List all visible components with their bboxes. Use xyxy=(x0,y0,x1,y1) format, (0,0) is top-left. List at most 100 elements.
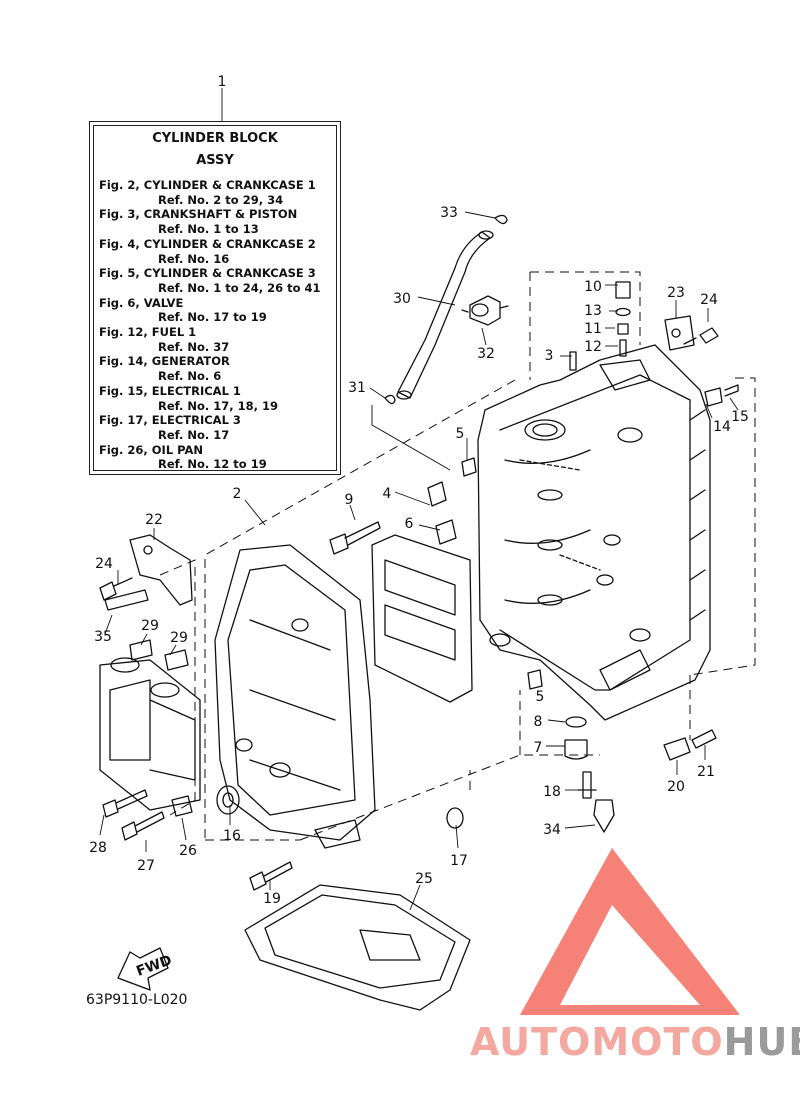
part-number-label: 25 xyxy=(415,871,433,887)
legend-box: CYLINDER BLOCK ASSY Fig. 2, CYLINDER & C… xyxy=(89,121,341,475)
part-number-label: 30 xyxy=(393,291,411,307)
legend-ref-line: Ref. No. 16 xyxy=(158,251,230,266)
watermark-text: AUTOMOTOHUB xyxy=(470,1020,800,1064)
part-number-label: 8 xyxy=(534,714,543,730)
bolt-28 xyxy=(102,789,148,818)
bolt-21 xyxy=(691,729,717,749)
part-number-label: 5 xyxy=(536,689,545,705)
legend-fig-line: Fig. 12, FUEL 1 xyxy=(99,325,197,339)
legend-ref-line: Ref. No. 17 to 19 xyxy=(158,310,267,325)
part-number-label: 21 xyxy=(697,764,715,780)
legend-ref-line: Ref. No. 6 xyxy=(158,369,222,384)
bolt-24-top xyxy=(683,327,719,345)
legend-ref-line: Ref. No. 37 xyxy=(158,339,230,354)
crankcase-bearing-plate xyxy=(371,534,473,703)
clip-31 xyxy=(384,394,396,405)
watermark-text-b: HUB xyxy=(723,1020,800,1064)
part-number-label: 16 xyxy=(223,828,241,844)
part-number-label: 9 xyxy=(345,492,354,508)
bolt-9 xyxy=(329,521,381,555)
legend-ref-line: Ref. No. 12 to 19 xyxy=(158,457,267,472)
collar-26 xyxy=(171,795,193,817)
part-number-label: 31 xyxy=(348,380,366,396)
watermark-logo xyxy=(520,848,740,1015)
legend-title-line2: ASSY xyxy=(196,153,234,168)
part-number-label: 14 xyxy=(713,419,731,435)
legend-ref-line: Ref. No. 1 to 13 xyxy=(158,222,259,237)
part-number-label: 20 xyxy=(667,779,685,795)
clamp-14 xyxy=(704,387,723,407)
part-number-label: 10 xyxy=(584,279,602,295)
legend-fig-line: Fig. 3, CRANKSHAFT & PISTON xyxy=(99,207,298,222)
legend-inner-border xyxy=(93,125,337,471)
oil-pan-gasket-25 xyxy=(244,884,471,1011)
part-number-label: 22 xyxy=(145,512,163,528)
part-number-label: 2 xyxy=(233,486,242,502)
bolt-24-left xyxy=(99,577,133,601)
dowel-5-bottom xyxy=(527,669,543,690)
cylinder-block-body xyxy=(477,344,711,721)
part-number-label: 26 xyxy=(179,843,197,859)
sleeve-4 xyxy=(427,481,447,507)
legend-fig-line: Fig. 4, CYLINDER & CRANKCASE 2 xyxy=(99,236,316,251)
part-number-label: 17 xyxy=(450,853,468,869)
plug-7 xyxy=(564,739,588,760)
part-number-label: 19 xyxy=(263,891,281,907)
part-number-label: 6 xyxy=(405,516,414,532)
oring-8 xyxy=(565,716,587,728)
oil-seal-16 xyxy=(216,785,240,815)
part-number-label: 29 xyxy=(141,618,159,634)
legend-fig-line: Fig. 5, CYLINDER & CRANKCASE 3 xyxy=(99,266,316,281)
legend-fig-line: Fig. 15, ELECTRICAL 1 xyxy=(99,383,241,398)
leader-lines xyxy=(99,88,739,911)
part-number-label: 28 xyxy=(89,840,107,856)
legend-fig-line: Fig. 14, GENERATOR xyxy=(99,354,230,369)
bolt-stack-10-13 xyxy=(615,281,631,357)
part-number-label: 35 xyxy=(94,629,112,645)
bracket-23 xyxy=(664,315,695,351)
part-number-label: 18 xyxy=(543,784,561,800)
part-number-label: 13 xyxy=(584,303,602,319)
bolt-18 xyxy=(577,771,597,799)
bolt-27 xyxy=(121,811,165,841)
bracket-20 xyxy=(663,737,691,761)
part-number-label: 24 xyxy=(95,556,113,572)
part-number-label: 1 xyxy=(218,74,227,90)
oring-17 xyxy=(446,807,464,829)
part-number-label: 23 xyxy=(667,285,685,301)
sensor-34 xyxy=(593,799,615,833)
joint-32 xyxy=(461,295,509,326)
legend-fig-line: Fig. 6, VALVE xyxy=(99,295,184,310)
legend-fig-line: Fig. 17, ELECTRICAL 3 xyxy=(99,413,241,428)
legend-title-line1: CYLINDER BLOCK xyxy=(152,131,278,146)
fwd-arrow xyxy=(117,947,169,991)
bolt-19 xyxy=(249,861,293,891)
part-number-label: 32 xyxy=(477,346,495,362)
water-hose-30 xyxy=(396,230,494,400)
part-number-label: 15 xyxy=(731,409,749,425)
ignition-coil-assembly xyxy=(99,639,201,811)
part-number-label: 27 xyxy=(137,858,155,874)
drawing-code: 63P9110-L020 xyxy=(86,992,188,1008)
legend-ref-line: Ref. No. 17, 18, 19 xyxy=(158,398,279,413)
part-number-label: 7 xyxy=(534,740,543,756)
part-number-label: 3 xyxy=(545,348,554,364)
part-number-label: 11 xyxy=(584,321,602,337)
part-number-label: 5 xyxy=(456,426,465,442)
bracket-22 xyxy=(129,534,193,606)
part-number-label: 4 xyxy=(383,486,392,502)
fwd-label: FWD xyxy=(134,952,174,980)
watermark-text-a: AUTOMOTO xyxy=(470,1020,724,1064)
dowel-pin-3 xyxy=(569,351,577,371)
part-number-label: 29 xyxy=(170,630,188,646)
legend-fig-line: Fig. 26, OIL PAN xyxy=(99,442,204,457)
legend-ref-line: Ref. No. 17 xyxy=(158,427,230,442)
part-number-label: 24 xyxy=(700,292,718,308)
legend-ref-line: Ref. No. 2 to 29, 34 xyxy=(158,192,284,207)
part-number-label: 33 xyxy=(440,205,458,221)
part-number-label: 12 xyxy=(584,339,602,355)
part-number-label: 34 xyxy=(543,822,561,838)
